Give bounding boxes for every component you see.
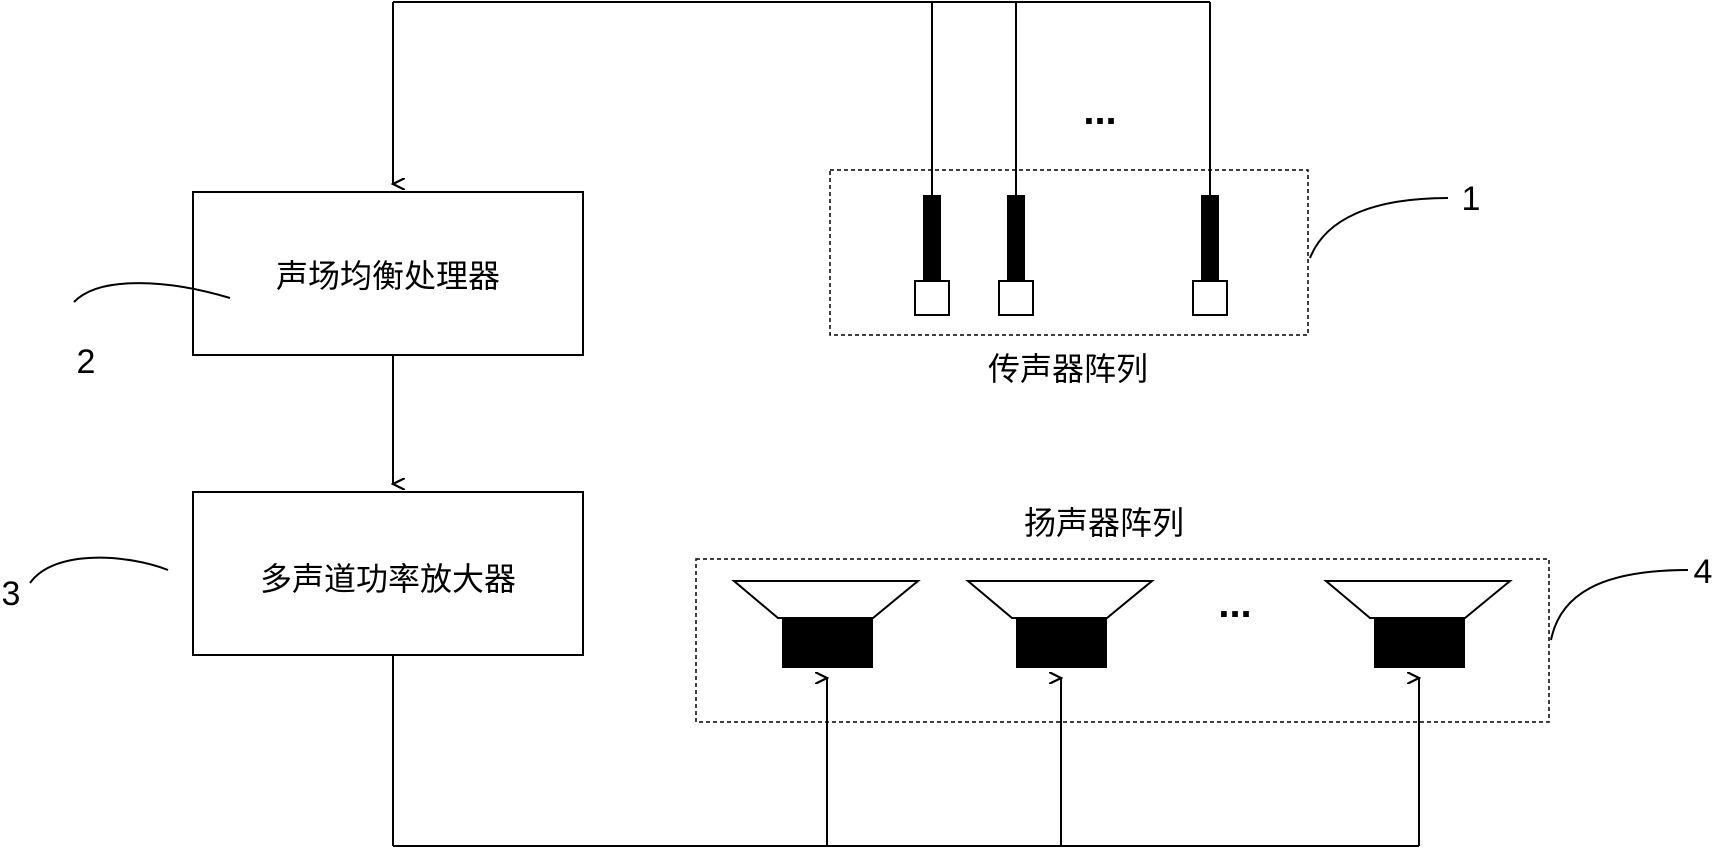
speaker-magnet-icon xyxy=(1016,618,1107,668)
speaker-2 xyxy=(965,580,1155,668)
microphone-3 xyxy=(1192,195,1228,316)
mic-array-leader-line xyxy=(1309,197,1449,259)
mic-body-icon xyxy=(923,195,941,281)
speaker-ellipsis: ... xyxy=(1218,582,1251,626)
processor-box xyxy=(192,191,584,356)
microphone-2 xyxy=(998,195,1034,316)
amplifier-block: 多声道功率放大器 xyxy=(192,491,584,656)
speaker-array-leader-line xyxy=(1550,569,1689,641)
speaker-magnet-icon xyxy=(782,618,873,668)
processor-leader-line xyxy=(73,282,231,303)
speaker-cone-icon xyxy=(731,580,921,619)
speaker-1 xyxy=(731,580,921,668)
mic-body-icon xyxy=(1007,195,1025,281)
mic-capsule-icon xyxy=(914,280,950,316)
speaker-array-frame xyxy=(695,558,1550,723)
mic-array-frame xyxy=(829,169,1309,336)
amplifier-label: 多声道功率放大器 xyxy=(260,560,516,598)
processor-number: 2 xyxy=(77,343,96,381)
speaker-array-number: 4 xyxy=(1694,553,1713,591)
processor-label: 声场均衡处理器 xyxy=(276,257,500,295)
mic-ellipsis: ... xyxy=(1083,89,1116,133)
mic-capsule-icon xyxy=(1192,280,1228,316)
speaker-cone-icon xyxy=(965,580,1155,619)
amplifier-output-bus xyxy=(392,655,1419,847)
speaker-magnet-icon xyxy=(1374,618,1465,668)
amplifier-number: 3 xyxy=(2,575,21,613)
amplifier-box xyxy=(192,491,584,656)
mic-array-number: 1 xyxy=(1462,180,1481,218)
mic-capsule-icon xyxy=(998,280,1034,316)
speaker-3 xyxy=(1323,580,1513,668)
microphone-1 xyxy=(914,195,950,316)
mic-array: ... 传声器阵列 xyxy=(829,89,1309,388)
mic-feedback-wire xyxy=(393,1,1211,195)
speaker-array-label: 扬声器阵列 xyxy=(1024,504,1184,542)
speaker-cone-icon xyxy=(1323,580,1513,619)
amplifier-leader-line xyxy=(29,556,169,584)
speaker-array: 扬声器阵列 ... xyxy=(695,504,1550,723)
processor-block: 声场均衡处理器 xyxy=(192,191,584,356)
mic-array-label: 传声器阵列 xyxy=(988,350,1148,388)
mic-body-icon xyxy=(1201,195,1219,281)
